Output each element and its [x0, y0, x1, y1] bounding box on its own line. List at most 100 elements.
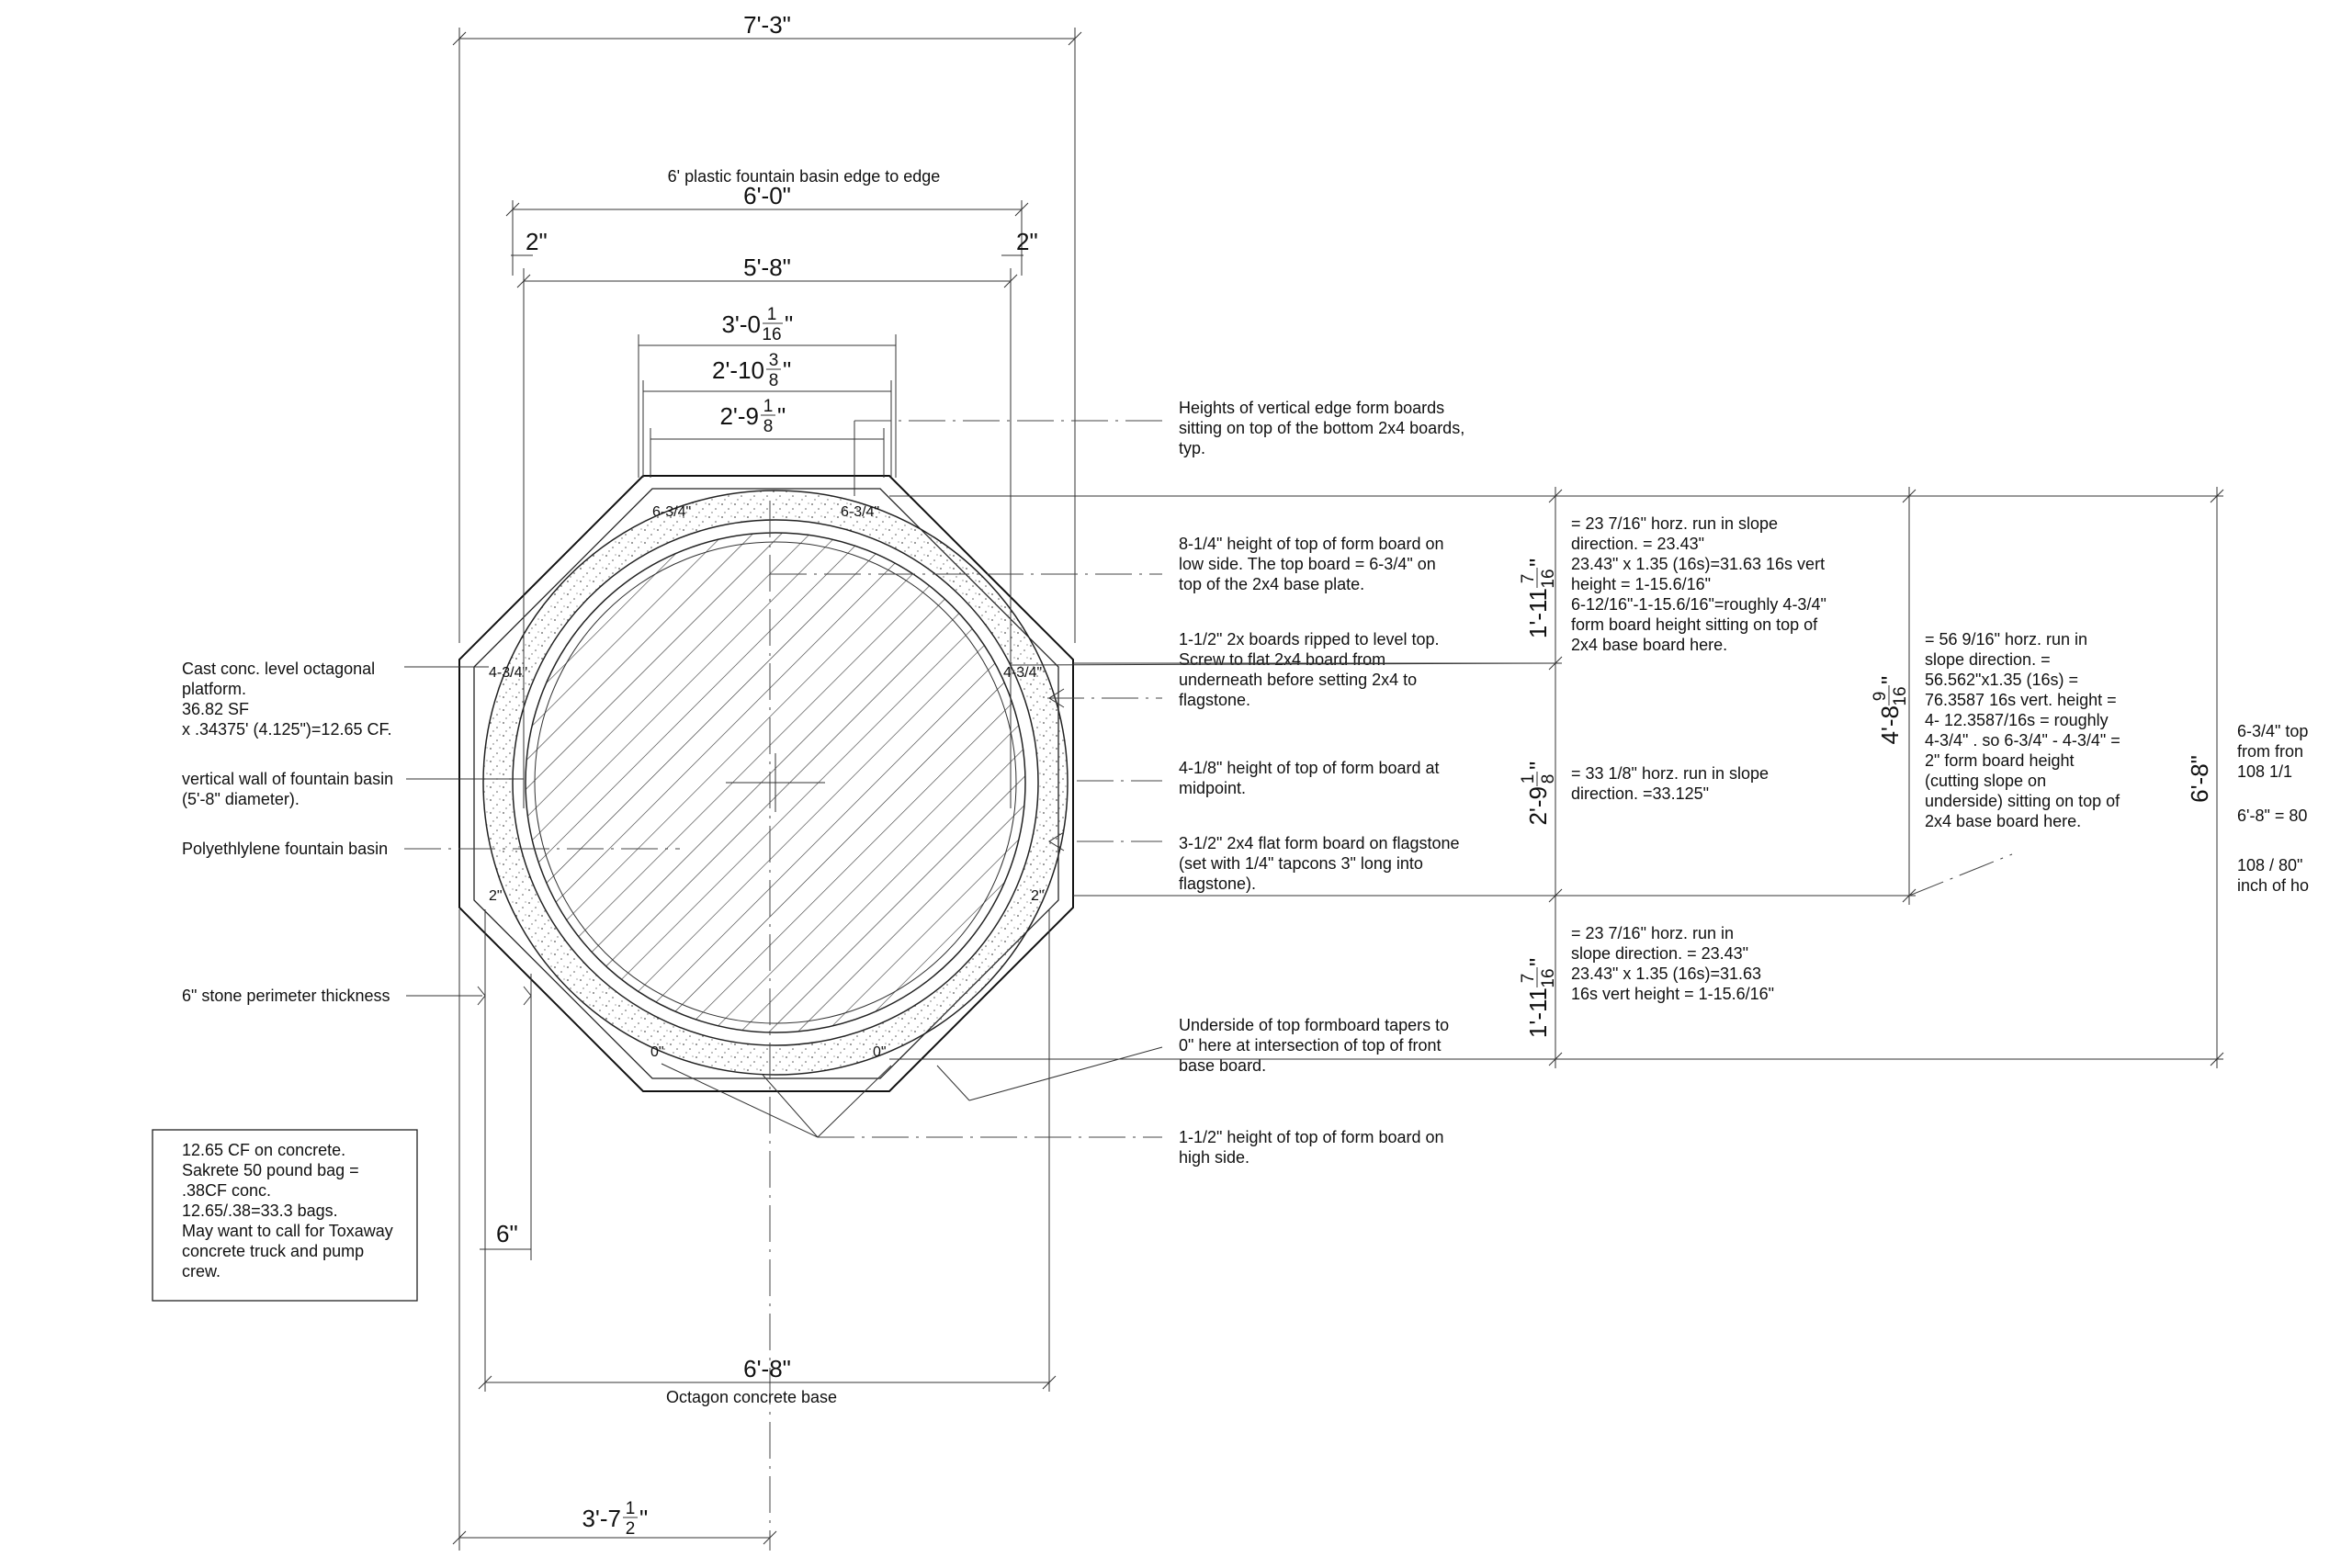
svg-text:= 56 9/16" horz. run in: = 56 9/16" horz. run in [1925, 630, 2087, 649]
svg-text:= 23 7/16" horz. run in slope: = 23 7/16" horz. run in slope [1571, 514, 1778, 533]
svg-text:6-12/16"-1-15.6/16"=roughly 4-: 6-12/16"-1-15.6/16"=roughly 4-3/4" [1571, 595, 1826, 614]
svg-text:4-3/4" . so 6-3/4" - 4-3/4" =: 4-3/4" . so 6-3/4" - 4-3/4" = [1925, 731, 2120, 750]
svg-text:low side. The top board = 6-3: low side. The top board = 6-3/4" on [1179, 555, 1436, 573]
svg-text:": " [1524, 558, 1552, 567]
svg-text:inch of ho: inch of ho [2237, 876, 2309, 895]
right-notes: Heights of vertical edge form boards sit… [661, 399, 1563, 1167]
svg-text:36.82 SF: 36.82 SF [182, 700, 249, 718]
svg-text:8: 8 [763, 417, 774, 436]
svg-text:Heights of vertical edge form: Heights of vertical edge form boards [1179, 399, 1444, 417]
svg-text:crew.: crew. [182, 1262, 220, 1280]
note-low-side: 8-1/4" height of top of form board on lo… [770, 535, 1444, 593]
right-dimension-chain: 1'-11 7 16 " 2'-9 1 8 " 1'-11 7 16 " 4'-… [889, 487, 2309, 1068]
svg-text:form board height sitting on: form board height sitting on top of [1571, 615, 1818, 634]
note-heights: Heights of vertical edge form boards sit… [854, 399, 1464, 496]
svg-text:slope direction. = 23.43": slope direction. = 23.43" [1571, 944, 1748, 963]
svg-text:": " [1524, 761, 1552, 770]
svg-text:3-1/2" 2x4 flat form board on: 3-1/2" 2x4 flat form board on flagstone [1179, 834, 1460, 852]
svg-text:4-1/8" height of top of form b: 4-1/8" height of top of form board at [1179, 759, 1440, 777]
svg-text:underneath before setting 2x4: underneath before setting 2x4 to [1179, 671, 1417, 689]
svg-text:6" stone perimeter thickness: 6" stone perimeter thickness [182, 987, 390, 1005]
dim-right-mid: 2'-9 1 8 " [1519, 761, 1558, 826]
svg-text:2" form board height: 2" form board height [1925, 751, 2074, 770]
svg-text:3'-7: 3'-7 [582, 1505, 621, 1532]
note-platform: Cast conc. level octagonal platform. 36.… [182, 660, 489, 739]
svg-text:vertical wall of fountain basi: vertical wall of fountain basin [182, 770, 393, 788]
svg-text:Cast conc. level octagonal: Cast conc. level octagonal [182, 660, 375, 678]
svg-text:7: 7 [1519, 574, 1538, 584]
svg-text:top of the 2x4 base plate.: top of the 2x4 base plate. [1179, 575, 1364, 593]
calc-note-bottom: = 23 7/16" horz. run in slope direction.… [1571, 924, 1774, 1003]
svg-text:= 33 1/8" horz. run in slope: = 33 1/8" horz. run in slope [1571, 764, 1769, 783]
svg-text:Polyethlylene fountain basin: Polyethlylene fountain basin [182, 840, 388, 858]
svg-text:": " [1524, 958, 1552, 966]
svg-text:direction. = 23.43": direction. = 23.43" [1571, 535, 1704, 553]
note-midpoint: 4-1/8" height of top of form board at mi… [1077, 759, 1440, 797]
dim-bottom-base: 6'-8" [743, 1355, 791, 1382]
svg-text:16s vert height = 1-15.6/16": 16s vert height = 1-15.6/16" [1571, 985, 1774, 1003]
corner-labels: 6-3/4" 6-3/4" 4-3/4" 4-3/4" 2" 2" 0" 0" [489, 504, 1045, 1060]
note-basin-wall: vertical wall of fountain basin (5'-8" d… [182, 770, 524, 808]
corner-label-mid-left: 4-3/4" [489, 665, 527, 681]
calc-note-top: = 23 7/16" horz. run in slope direction.… [1571, 514, 1826, 654]
dim-right-bot: 1'-11 7 16 " [1519, 958, 1558, 1038]
svg-text:sitting on top of the bottom 2: sitting on top of the bottom 2x4 boards, [1179, 419, 1464, 437]
dim-right-slope: 4'-8 9 16 " [1871, 676, 1910, 745]
svg-text:": " [1876, 676, 1904, 684]
left-notes: Cast conc. level octagonal platform. 36.… [182, 660, 680, 1005]
note-flat: 3-1/2" 2x4 flat form board on flagstone … [1077, 834, 1460, 893]
svg-text:platform.: platform. [182, 680, 246, 698]
dim-stone-thickness: 6" [496, 1220, 518, 1247]
note-ripped: 1-1/2" 2x boards ripped to level top. Sc… [1010, 630, 1563, 709]
svg-text:2'-9: 2'-9 [719, 402, 759, 430]
svg-text:": " [783, 356, 791, 384]
dim-left-gap: 2" [526, 228, 548, 255]
calc-note-mid: = 33 1/8" horz. run in slope direction. … [1571, 764, 1769, 803]
svg-text:6-3/4" top: 6-3/4" top [2237, 722, 2308, 740]
svg-text:12.65/.38=33.3 bags.: 12.65/.38=33.3 bags. [182, 1201, 338, 1220]
svg-text:flagstone.: flagstone. [1179, 691, 1250, 709]
svg-text:1: 1 [767, 305, 777, 324]
note-underside: Underside of top formboard tapers to 0" … [936, 1016, 1449, 1101]
svg-text:4- 12.3587/16s = roughly: 4- 12.3587/16s = roughly [1925, 711, 2109, 729]
svg-text:2: 2 [626, 1519, 636, 1539]
svg-text:1: 1 [763, 397, 774, 416]
svg-text:23.43" x 1.35 (16s)=31.63: 23.43" x 1.35 (16s)=31.63 [1571, 964, 1761, 983]
dim-half-width: 3'-7 1 2 " [582, 1499, 648, 1539]
calc-note-far-right: 6-3/4" top from fron 108 1/1 6'-8" = 80 … [2237, 722, 2309, 895]
dim-right-top: 1'-11 7 16 " [1519, 558, 1558, 638]
svg-text:height = 1-15.6/16": height = 1-15.6/16" [1571, 575, 1711, 593]
dim-oct-side-1: 3'-0 1 16 " [721, 305, 793, 344]
svg-text:": " [785, 310, 793, 338]
svg-text:56.562"x1.35 (16s) =: 56.562"x1.35 (16s) = [1925, 671, 2078, 689]
svg-text:16: 16 [1539, 569, 1558, 588]
corner-label-top-right: 6-3/4" [841, 504, 879, 520]
bottom-base-caption: Octagon concrete base [666, 1388, 837, 1406]
svg-text:x .34375' (4.125")=12.65 CF.: x .34375' (4.125")=12.65 CF. [182, 720, 391, 739]
note-stone: 6" stone perimeter thickness [182, 987, 482, 1005]
svg-text:108 1/1: 108 1/1 [2237, 762, 2292, 781]
svg-text:typ.: typ. [1179, 439, 1205, 457]
svg-text:high side.: high side. [1179, 1148, 1250, 1167]
corner-label-bottom-right: 0" [873, 1044, 887, 1060]
basin-edge-caption: 6' plastic fountain basin edge to edge [668, 167, 941, 186]
top-dimensions: 7'-3" 6' plastic fountain basin edge to … [452, 11, 1082, 808]
svg-text:12.65 CF on concrete.: 12.65 CF on concrete. [182, 1141, 345, 1159]
svg-text:8: 8 [1539, 774, 1558, 784]
calc-note-slope: = 56 9/16" horz. run in slope direction.… [1925, 630, 2120, 830]
bottom-dimensions: 6'-8" Octagon concrete base 3'-7 1 2 " 6… [452, 909, 1057, 1551]
svg-text:from fron: from fron [2237, 742, 2303, 761]
svg-text:16: 16 [1539, 968, 1558, 987]
svg-text:9: 9 [1871, 692, 1890, 702]
svg-text:2'-10: 2'-10 [712, 356, 764, 384]
octagon-outer [458, 475, 1074, 1092]
svg-text:0" here at intersection of top: 0" here at intersection of top of front [1179, 1036, 1442, 1055]
svg-text:8-1/4" height of top of form b: 8-1/4" height of top of form board on [1179, 535, 1444, 553]
svg-text:concrete truck and pump: concrete truck and pump [182, 1242, 364, 1260]
svg-text:3: 3 [769, 351, 779, 370]
leader-arrows [477, 688, 1065, 1006]
svg-text:2x4 base board here.: 2x4 base board here. [1571, 636, 1727, 654]
svg-text:Underside of top formboard tap: Underside of top formboard tapers to [1179, 1016, 1449, 1034]
svg-text:4'-8: 4'-8 [1876, 705, 1904, 745]
